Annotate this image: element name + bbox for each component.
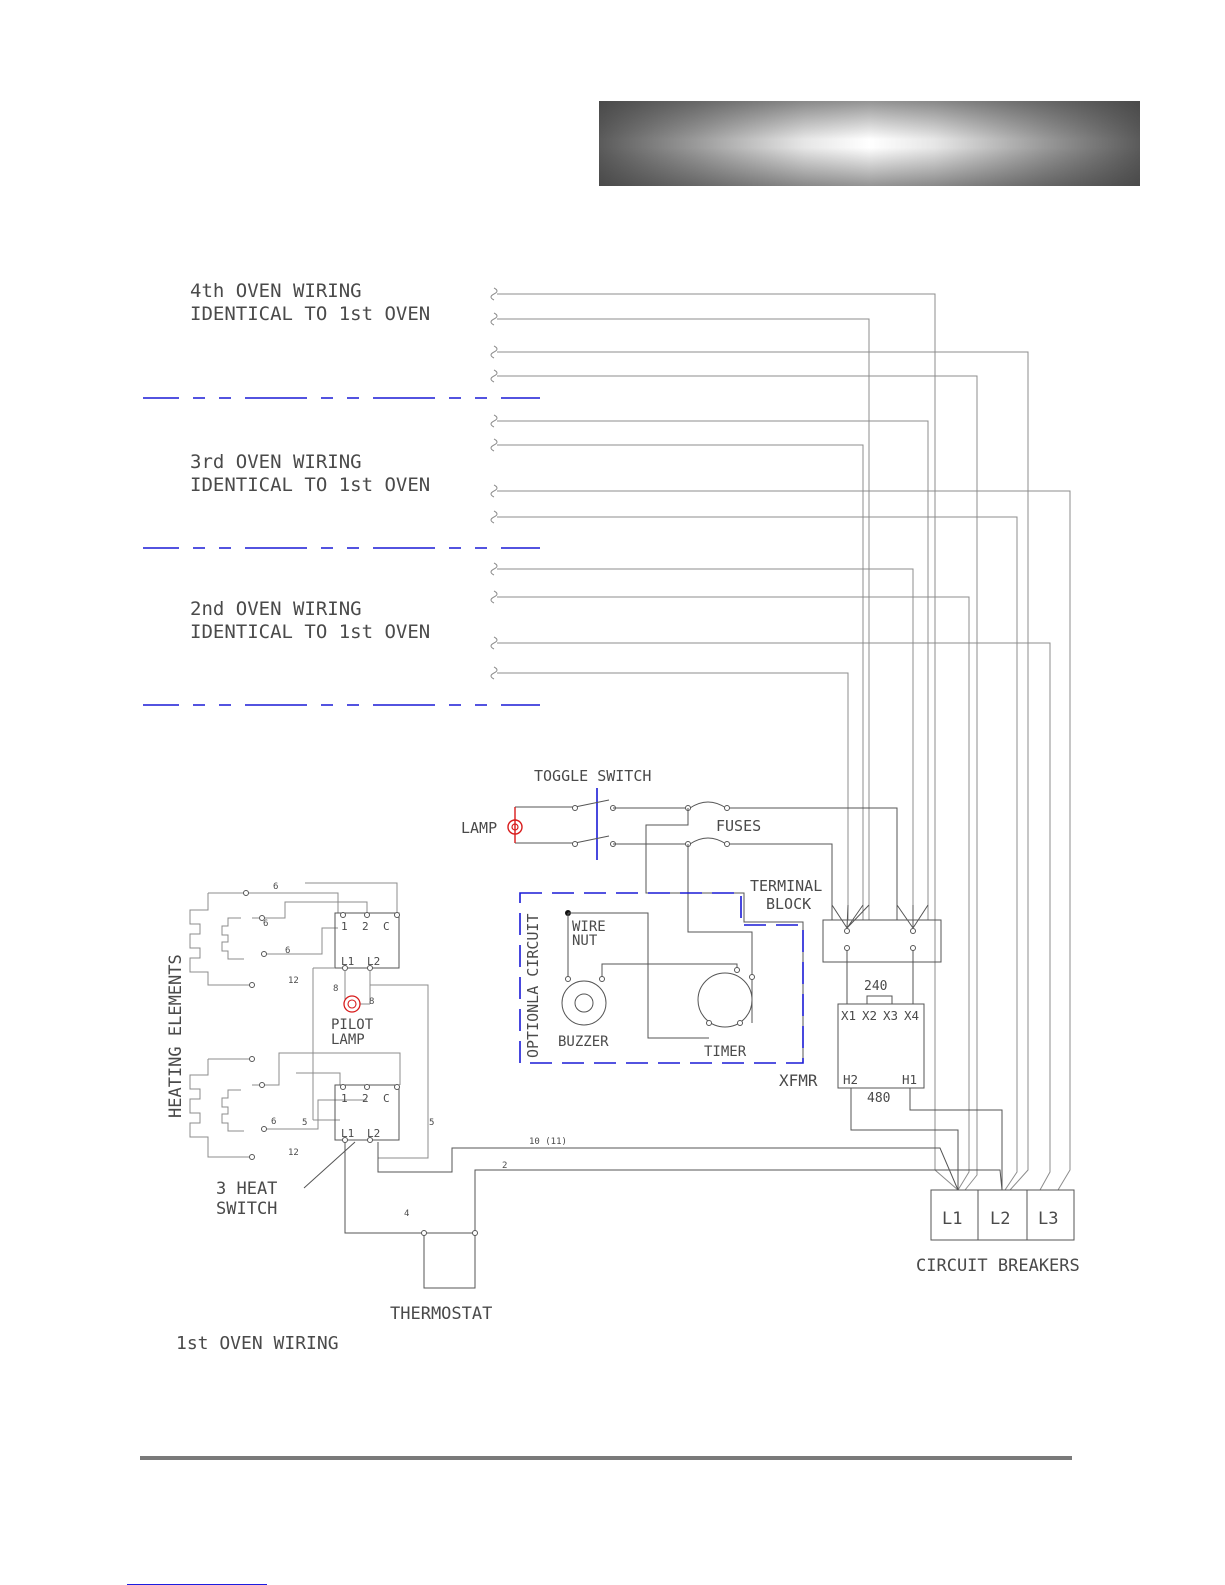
wire-number: 12 bbox=[288, 976, 299, 986]
optional-circuit-label: OPTIONLA CIRCUIT bbox=[524, 914, 542, 1059]
optional-circuit: OPTIONLA CIRCUIT WIRE NUT BUZZER TIMER bbox=[519, 892, 804, 1064]
oven-2-note: IDENTICAL TO 1st OVEN bbox=[190, 621, 430, 643]
heat-switch-label-2: SWITCH bbox=[216, 1199, 277, 1219]
wire-number: 10 (11) bbox=[529, 1137, 567, 1147]
xfmr-h1: H1 bbox=[902, 1072, 917, 1087]
wire-nut-label-1: WIRE bbox=[572, 919, 606, 935]
pilot-lamp-label-2: LAMP bbox=[331, 1032, 365, 1048]
oven-3-title: 3rd OVEN WIRING bbox=[190, 451, 362, 473]
terminal-label: L2 bbox=[367, 1127, 380, 1140]
terminal-label: 2 bbox=[362, 920, 369, 933]
wire-number: 6 bbox=[273, 882, 278, 892]
heat-switch-callout: 3 HEAT SWITCH bbox=[216, 1141, 356, 1219]
heating-elements: HEATING ELEMENTS 6 6 6 12 6 12 bbox=[166, 882, 401, 1160]
heat-switch-lower: 1 2 C L1 L2 5 5 bbox=[302, 1084, 434, 1143]
fuses: FUSES bbox=[613, 801, 898, 1063]
wire-nut-label-2: NUT bbox=[572, 933, 598, 949]
fuses-label: FUSES bbox=[716, 817, 761, 835]
terminal-label: L2 bbox=[367, 955, 380, 968]
heating-elements-label: HEATING ELEMENTS bbox=[166, 954, 186, 1118]
terminal-block-label-2: BLOCK bbox=[766, 895, 811, 913]
heat-switch-label-1: 3 HEAT bbox=[216, 1179, 277, 1199]
oven-3-label: 3rd OVEN WIRING IDENTICAL TO 1st OVEN bbox=[190, 451, 430, 496]
xfmr-h2: H2 bbox=[843, 1072, 858, 1087]
wire-number: 2 bbox=[502, 1161, 507, 1171]
pilot-lamp-label-1: PILOT bbox=[331, 1017, 374, 1033]
terminal-label: L1 bbox=[341, 1127, 354, 1140]
breaker-l3: L3 bbox=[1038, 1209, 1058, 1229]
wire-number: 6 bbox=[263, 919, 268, 929]
terminal-block-label-1: TERMINAL bbox=[750, 877, 822, 895]
wire-number: 12 bbox=[288, 1148, 299, 1158]
wire-number: 6 bbox=[271, 1117, 276, 1127]
heat-switch-upper: 1 2 C L1 L2 bbox=[334, 912, 400, 971]
pilot-lamp-icon bbox=[343, 995, 361, 1013]
wire-number: 4 bbox=[404, 1209, 409, 1219]
terminal-label: C bbox=[383, 1092, 390, 1105]
circuit-breakers-label: CIRCUIT BREAKERS bbox=[916, 1256, 1080, 1276]
oven-separators bbox=[143, 397, 540, 706]
footer-rule bbox=[140, 1456, 1072, 1460]
xfmr-480: 480 bbox=[867, 1091, 890, 1106]
oven-2-title: 2nd OVEN WIRING bbox=[190, 598, 362, 620]
oven-2-label: 2nd OVEN WIRING IDENTICAL TO 1st OVEN bbox=[190, 598, 430, 643]
transformer: 240 X1 X2 X3 X4 H2 H1 XFMR 480 bbox=[779, 979, 1003, 1190]
buzzer-icon bbox=[561, 980, 607, 1026]
timer-label: TIMER bbox=[704, 1044, 747, 1060]
buzzer-label: BUZZER bbox=[558, 1034, 609, 1050]
thermostat: THERMOSTAT bbox=[390, 1230, 492, 1324]
oven-4-title: 4th OVEN WIRING bbox=[190, 280, 362, 302]
thermostat-label: THERMOSTAT bbox=[390, 1304, 492, 1324]
terminal-label: C bbox=[383, 920, 390, 933]
terminal-label: 1 bbox=[341, 1092, 348, 1105]
terminal-label: L1 bbox=[341, 955, 354, 968]
oven-3-note: IDENTICAL TO 1st OVEN bbox=[190, 474, 430, 496]
thermostat-wiring: 10 (11) 2 4 bbox=[344, 1137, 1003, 1234]
oven-4-label: 4th OVEN WIRING IDENTICAL TO 1st OVEN bbox=[190, 280, 430, 325]
breaker-l1: L1 bbox=[942, 1209, 962, 1229]
lamp-label: LAMP bbox=[461, 819, 497, 837]
bus-wires bbox=[490, 287, 1071, 1191]
wire-number: 6 bbox=[285, 946, 290, 956]
timer-icon bbox=[697, 972, 753, 1028]
pilot-lamp: 8 8 PILOT LAMP bbox=[312, 967, 429, 1159]
xfmr-label: XFMR bbox=[779, 1071, 818, 1090]
toggle-switch-label: TOGGLE SWITCH bbox=[534, 767, 651, 785]
lamp-icon bbox=[507, 819, 523, 835]
header-banner bbox=[599, 101, 1140, 186]
xfmr-240: 240 bbox=[864, 979, 887, 994]
wire-number: 5 bbox=[302, 1118, 307, 1128]
wire-number: 5 bbox=[429, 1118, 434, 1128]
terminal-label: 1 bbox=[341, 920, 348, 933]
lamp: LAMP bbox=[461, 807, 523, 843]
terminal-block: TERMINAL BLOCK bbox=[750, 877, 942, 1004]
xfmr-x4: X4 bbox=[904, 1008, 919, 1023]
oven-4-note: IDENTICAL TO 1st OVEN bbox=[190, 303, 430, 325]
wire-number: 8 bbox=[369, 997, 374, 1007]
breaker-l2: L2 bbox=[990, 1209, 1010, 1229]
xfmr-x1: X1 bbox=[841, 1008, 856, 1023]
optional-circuit-box bbox=[519, 892, 804, 1064]
circuit-breakers: L1 L2 L3 CIRCUIT BREAKERS bbox=[916, 1189, 1080, 1276]
xfmr-x2: X2 bbox=[862, 1008, 877, 1023]
toggle-switch: TOGGLE SWITCH bbox=[515, 767, 651, 860]
terminal-label: 2 bbox=[362, 1092, 369, 1105]
oven-1-label: 1st OVEN WIRING bbox=[176, 1333, 339, 1354]
wire-number: 8 bbox=[333, 984, 338, 994]
xfmr-x3: X3 bbox=[883, 1008, 898, 1023]
